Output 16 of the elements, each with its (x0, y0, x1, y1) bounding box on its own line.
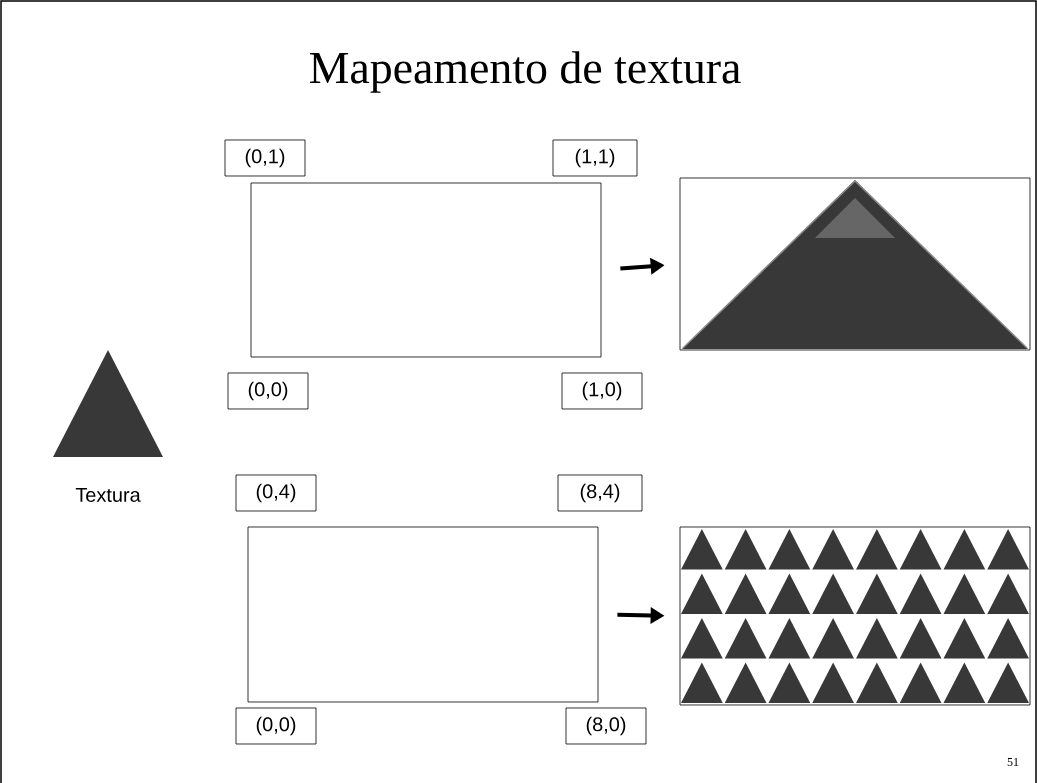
coordinate-label: (1,0) (561, 372, 643, 410)
coordinate-label: (8,4) (557, 474, 643, 512)
coordinate-label: (0,4) (235, 474, 317, 512)
rectangle (247, 526, 599, 703)
coordinate-label: (8,0) (565, 707, 647, 745)
coordinate-label: (0,0) (227, 372, 309, 410)
texture-triangle (53, 350, 163, 457)
page-number: 51 (1007, 758, 1019, 766)
coordinate-label: (0,0) (235, 707, 317, 745)
rectangle (250, 182, 602, 358)
coordinate-label: (0,1) (224, 139, 306, 177)
coordinate-label: (1,1) (552, 139, 638, 177)
triangle-image-drawing (679, 177, 1031, 351)
node-label: Textura (75, 488, 141, 502)
title: Mapeamento de textura (310, 51, 741, 93)
tiled-image (679, 526, 1031, 706)
